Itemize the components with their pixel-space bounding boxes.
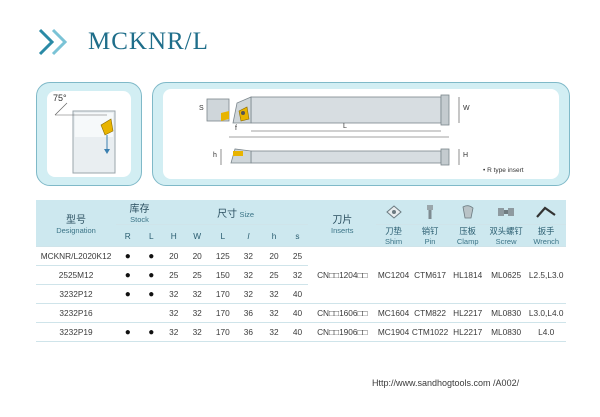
header-L: L: [209, 224, 236, 247]
clamp-icon: [462, 205, 474, 219]
dim-label-w: W: [463, 105, 470, 112]
title-block: MCKNR/L: [36, 22, 209, 62]
dim-label-H: H: [463, 152, 469, 159]
table-row: 3232P19 ● ● 32 32 170 36 32 40 CN□□1906□…: [36, 322, 566, 342]
pin-icon: [427, 205, 434, 219]
insert-type-note: • R type insert: [483, 167, 524, 174]
clamp-cell: HL2217: [449, 303, 486, 323]
clamp-cell: HL2217: [449, 322, 486, 342]
pin-cell: CTM1022: [410, 322, 450, 342]
table-row: 3232P12 ● ● 32 32 170 32 32 40: [36, 284, 566, 304]
wrench-cell: L3.0,L4.0: [526, 303, 566, 323]
double-chevron-icon: [38, 28, 68, 56]
dim-label-f: f: [235, 125, 237, 132]
dim-label-l: L: [343, 123, 347, 130]
table-row: 2525M12 ● ● 25 25 150 32 25 32: [36, 265, 566, 285]
header-l: L: [139, 224, 164, 247]
header-clamp-icon: [449, 200, 486, 225]
header-wrench-icon: [526, 200, 566, 225]
header-l1: l: [235, 224, 262, 247]
angle-diagram-panel: 75°: [36, 82, 142, 186]
pin-cell: CTM617: [410, 246, 450, 304]
insert-cell: CN□□1606□□: [308, 303, 377, 323]
footer-url[interactable]: Http://www.sandhogtools.com /A002/: [372, 378, 520, 388]
header-size: 尺寸 Size: [163, 200, 309, 225]
header-shim-icon: [376, 200, 411, 225]
table-header-row-1: 型号 Designation 库存 Stock 尺寸 Size 刀片 Inser…: [36, 200, 566, 247]
wrench-cell: L2.5,L3.0: [526, 246, 566, 304]
clamp-cell: HL1814: [449, 246, 486, 304]
pin-cell: CTM822: [410, 303, 450, 323]
spec-table: 型号 Designation 库存 Stock 尺寸 Size 刀片 Inser…: [36, 200, 566, 342]
insert-cell: CN□□1906□□: [308, 322, 377, 342]
table-row: 3232P16 32 32 170 36 32 40 CN□□1606□□ MC…: [36, 303, 566, 323]
header-screw-icon: [485, 200, 527, 225]
approach-angle-diagram: [54, 102, 116, 174]
angle-label: 75°: [53, 93, 67, 103]
header-h: h: [261, 224, 287, 247]
wrench-cell: L4.0: [526, 322, 566, 342]
page-title: MCKNR/L: [88, 28, 209, 55]
header-designation: 型号 Designation: [36, 200, 117, 247]
shim-cell: MC1904: [376, 322, 411, 342]
header-r: R: [116, 224, 140, 247]
dim-label-h: h: [213, 152, 217, 159]
table-row: MCKNR/L2020K12 ● ● 20 20 125 32 20 25 CN…: [36, 246, 566, 304]
header-inserts: 刀片 Inserts: [308, 200, 377, 247]
dimension-diagram: W S f L h H • R type insert: [163, 89, 559, 179]
insert-cell: CN□□1204□□: [308, 246, 377, 304]
header-stock: 库存 Stock: [116, 200, 164, 225]
screw-cell: ML0830: [485, 303, 527, 323]
screw-cell: ML0830: [485, 322, 527, 342]
shim-icon: [385, 205, 402, 219]
header-W: W: [184, 224, 210, 247]
screw-icon: [498, 208, 515, 216]
dim-label-s: S: [199, 105, 204, 112]
wrench-icon: [536, 206, 556, 218]
shim-cell: MC1604: [376, 303, 411, 323]
dimension-diagram-panel: W S f L h H • R type insert: [152, 82, 570, 186]
header-pin-icon: [410, 200, 450, 225]
header-H: H: [163, 224, 185, 247]
angle-diagram: 75°: [47, 91, 131, 177]
screw-cell: ML0625: [485, 246, 527, 304]
shim-cell: MC1204: [376, 246, 411, 304]
header-s: s: [286, 224, 309, 247]
tool-holder-drawing: [206, 94, 460, 166]
